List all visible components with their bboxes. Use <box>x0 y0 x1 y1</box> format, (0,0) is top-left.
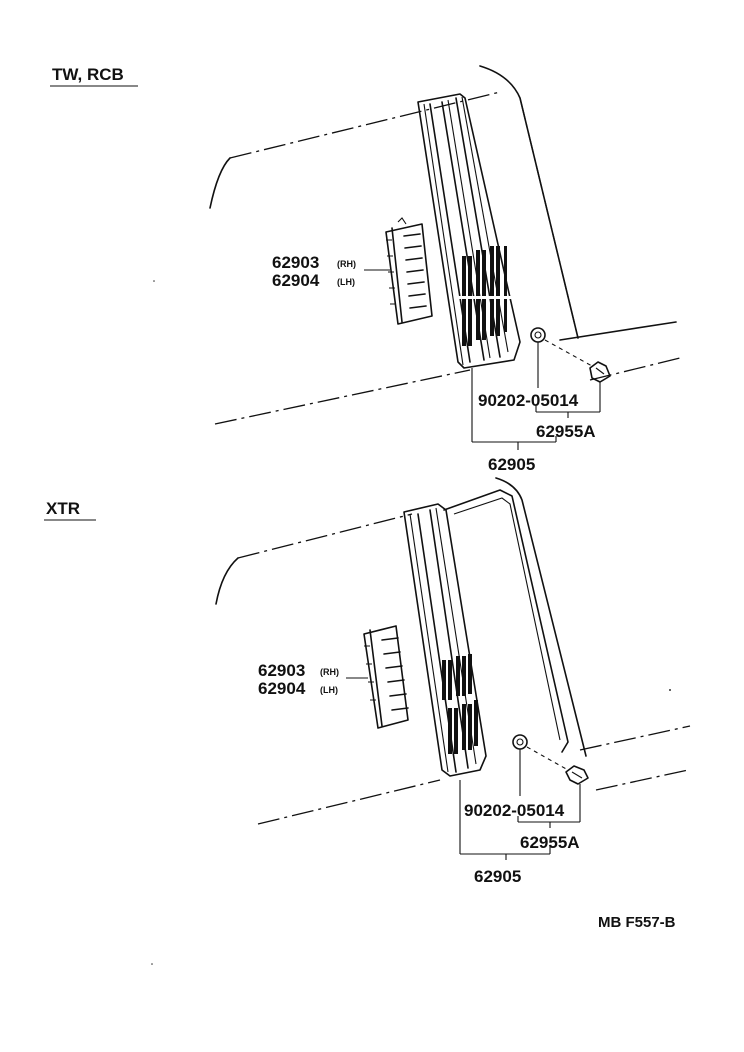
vent-louver-panel <box>403 503 487 777</box>
clip-62955a <box>565 765 589 785</box>
label-clip: 62955A <box>536 422 596 441</box>
assembly-dashline <box>526 746 569 771</box>
assembly-dashline <box>544 339 593 367</box>
label-part-rh: 62903 <box>258 661 305 680</box>
label-part-rh: 62903 <box>272 253 319 272</box>
label-lh-suffix: (LH) <box>337 277 355 287</box>
speck <box>153 280 155 282</box>
section-xtr: XTR <box>44 477 691 886</box>
screw-90202 <box>530 327 546 343</box>
window-frame <box>443 489 569 753</box>
inner-louver-part <box>363 625 409 729</box>
label-screw: 90202-05014 <box>478 391 579 410</box>
leader-lines <box>471 342 601 450</box>
inner-louver-part <box>385 217 433 325</box>
speck <box>151 963 153 965</box>
label-rh-suffix: (RH) <box>337 259 356 269</box>
section-title-tw-rcb: TW, RCB <box>52 65 124 84</box>
body-panel-outline <box>209 65 681 425</box>
screw-90202 <box>512 734 528 750</box>
louver-slots <box>442 654 478 754</box>
section-title-xtr: XTR <box>46 499 80 518</box>
vent-louver-panel <box>417 93 521 369</box>
label-assembly: 62905 <box>488 455 535 474</box>
leader-lines <box>459 749 581 860</box>
speck <box>669 689 671 691</box>
section-tw-rcb: TW, RCB <box>50 65 681 474</box>
label-screw: 90202-05014 <box>464 801 565 820</box>
clip-62955a <box>589 361 611 383</box>
body-panel-outline <box>215 477 691 825</box>
diagram-code: MB F557-B <box>598 914 676 931</box>
label-assembly: 62905 <box>474 867 521 886</box>
label-clip: 62955A <box>520 833 580 852</box>
label-part-lh: 62904 <box>272 271 320 290</box>
label-part-lh: 62904 <box>258 679 306 698</box>
label-lh-suffix: (LH) <box>320 685 338 695</box>
louver-slots <box>458 246 512 346</box>
label-rh-suffix: (RH) <box>320 667 339 677</box>
